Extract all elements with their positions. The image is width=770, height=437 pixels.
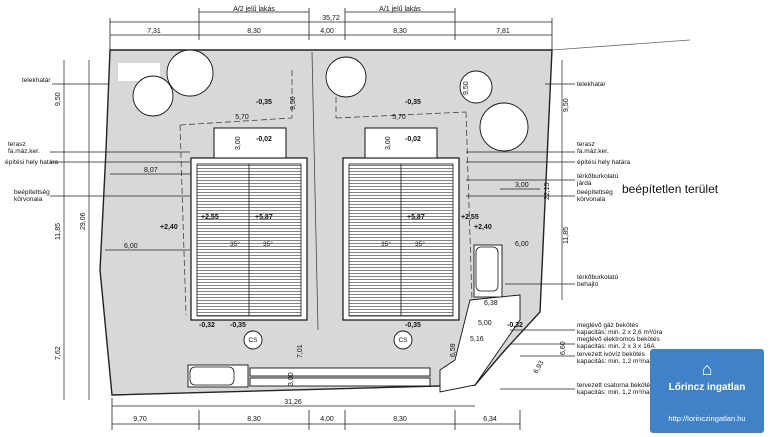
roof-angle-2: 35° xyxy=(263,240,273,248)
level-m035-br: -0,35 xyxy=(405,322,421,329)
cs-marker-left xyxy=(243,330,263,350)
neighbour-line xyxy=(551,39,691,51)
trees xyxy=(132,49,529,152)
dim-2215: 22,15 xyxy=(544,182,551,200)
level-p255-right: +2,55 xyxy=(461,214,479,221)
dim-807: 8,07 xyxy=(144,167,158,174)
dim-500: 5,00 xyxy=(478,320,492,327)
level-p240-left: +2,40 xyxy=(160,224,178,231)
cs-label-left: CS xyxy=(248,337,258,344)
dim-660: 6,60 xyxy=(560,341,567,355)
cs-marker-right xyxy=(393,330,413,350)
brand-badge[interactable]: ⌂ Lőrincz ingatlan http://lorinczingatla… xyxy=(650,349,764,433)
dim-1185-left: 11,85 xyxy=(55,223,62,240)
dim-762: 7,62 xyxy=(55,346,62,360)
label-unbuilt-area: beépítetlen terület xyxy=(622,182,719,196)
dim-638: 6,38 xyxy=(484,300,498,307)
top-dimensions xyxy=(109,8,553,52)
level-m002-right: -0,02 xyxy=(405,136,421,143)
roof-angle-4: 35° xyxy=(415,240,425,248)
level-p240-right: +2,40 xyxy=(474,224,492,231)
dim-693: 6,93 xyxy=(533,360,546,375)
apt-right-title: A/1 jelű lakás xyxy=(379,6,421,13)
width-2: 8,30 xyxy=(247,28,261,35)
width-4: 8,30 xyxy=(393,28,407,35)
bottom-width-4: 8,30 xyxy=(393,416,407,423)
dim-659: 6,59 xyxy=(450,343,457,357)
dim-300-right: 3,00 xyxy=(385,136,392,150)
bottom-width-2: 8,30 xyxy=(247,416,261,423)
dim-950-inner-left: 9,50 xyxy=(290,96,297,110)
dim-2906: 29,06 xyxy=(80,212,87,230)
width-1: 7,31 xyxy=(147,28,161,35)
dim-950-left: 9,50 xyxy=(55,92,62,106)
level-m032-right: -0,32 xyxy=(507,322,523,329)
dim-950-right: 9,50 xyxy=(563,98,570,112)
roof-angle-3: 35° xyxy=(381,240,391,248)
driveway xyxy=(187,244,521,393)
roof-angle-1: 35° xyxy=(230,240,240,248)
bottom-dimensions xyxy=(111,398,521,430)
total-width: 35,72 xyxy=(322,15,340,22)
building-divider xyxy=(311,51,319,331)
label-telekhatar-left: telekhatár xyxy=(22,77,51,84)
dim-1185-right: 11,85 xyxy=(563,227,570,244)
house-icon: ⌂ xyxy=(701,359,713,379)
level-m002-left: -0,02 xyxy=(256,136,272,143)
level-m035-bl: -0,35 xyxy=(230,322,246,329)
car-icon xyxy=(189,246,499,386)
dim-600-right: 6,00 xyxy=(515,241,529,248)
level-m032-left: -0,32 xyxy=(199,322,215,329)
dim-516: 5,16 xyxy=(470,336,484,343)
level-p255-left: +2,55 xyxy=(201,214,219,221)
bottom-width-3: 4,00 xyxy=(320,416,334,423)
dim-570-left: 5,70 xyxy=(235,114,249,121)
level-m035-right: -0,35 xyxy=(405,99,421,106)
width-3: 4,00 xyxy=(320,28,334,35)
label-epitesi-left: építési hely határa xyxy=(5,159,59,166)
label-epitesi-right: építési hely határa xyxy=(577,159,631,166)
dim-600-left: 6,00 xyxy=(124,243,138,250)
bottom-width-1: 9,70 xyxy=(133,416,147,423)
width-5: 7,81 xyxy=(496,28,510,35)
dim-701: 7,01 xyxy=(297,344,304,358)
house-left xyxy=(190,127,308,321)
bottom-total: 31,26 xyxy=(284,399,302,406)
dim-950-inner-right: 9,50 xyxy=(463,81,470,95)
brand-name: Lőrincz ingatlan xyxy=(668,382,746,393)
level-p587-right: +5,87 xyxy=(407,214,425,221)
brand-url[interactable]: http://lorinczingatlan.hu xyxy=(668,414,746,423)
label-telekhatar-right: telekhatár xyxy=(577,81,606,88)
dim-300-right-b: 3,00 xyxy=(515,182,529,189)
apt-left-title: A/2 jelű lakás xyxy=(233,6,275,13)
dim-570-right: 5,70 xyxy=(392,114,406,121)
dim-300-bottom: 3,00 xyxy=(288,372,295,386)
level-m035-left: -0,35 xyxy=(256,99,272,106)
cs-label-right: CS xyxy=(398,337,408,344)
dim-300-left: 3,00 xyxy=(235,136,242,150)
level-p587-left: +5,87 xyxy=(255,214,273,221)
house-right xyxy=(342,127,460,321)
bottom-width-5: 6,34 xyxy=(483,416,497,423)
